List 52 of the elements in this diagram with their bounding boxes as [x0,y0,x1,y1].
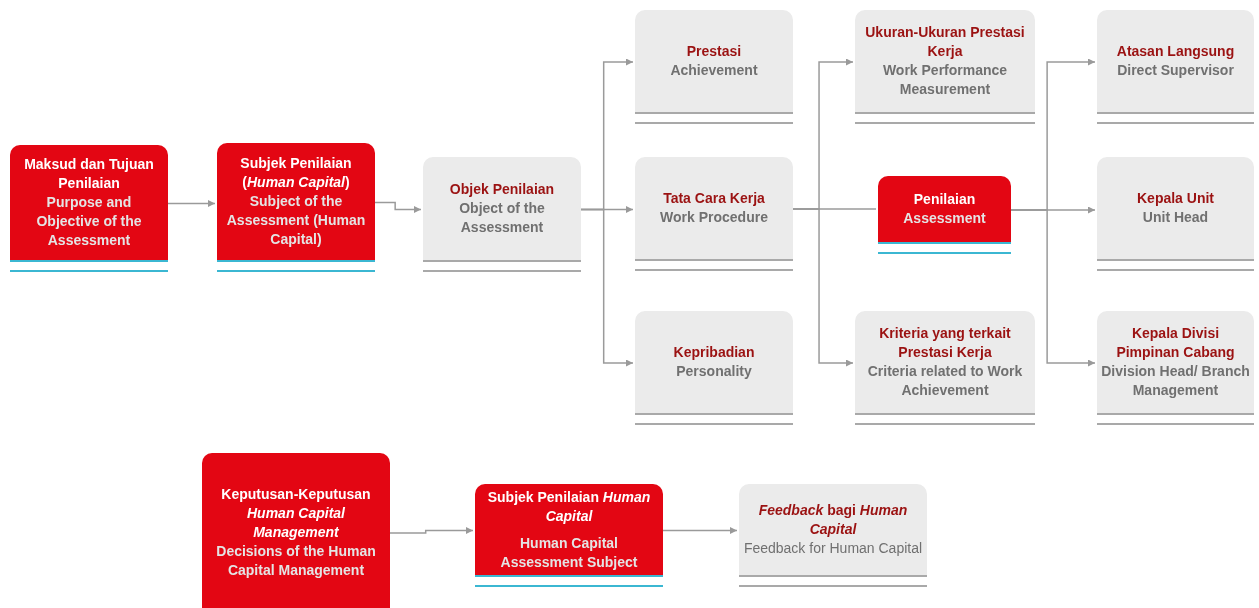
box-subtitle: Feedback for Human Capital [743,539,923,558]
box-subtitle: Unit Head [1142,208,1209,227]
box-title: Penilaian [913,190,976,209]
arrow [792,208,854,367]
box-title: Kriteria yang terkait Prestasi Kerja [878,324,1012,362]
process-box [423,157,581,262]
box-title: Keputusan-Keputusan Human Capital Management [220,484,372,542]
box-title: Kepala Divisi Pimpinan Cabang [1115,324,1236,362]
box-subtitle: Work Performance Measurement [881,61,1009,99]
arrow [662,527,738,534]
box-subtitle: Achievement [670,61,758,80]
process-box [1097,10,1254,114]
highlight-box [475,484,663,577]
box-subtitle: Subject of the Assessment (Human Capital) [225,192,367,249]
box-subtitle: Criteria related to Work Achievement [866,362,1024,400]
highlight-box [10,145,168,262]
process-box [635,157,793,261]
process-box [635,311,793,415]
highlight-box [202,453,390,608]
box-title: Kepala Unit [1137,189,1214,208]
process-box [635,10,793,114]
box-title: Ukuran-Ukuran Prestasi Kerja [864,23,1026,61]
box-subtitle: Direct Supervisor [1117,61,1234,80]
box-title: Tata Cara Kerja [663,189,765,208]
box-subtitle: Purpose and Objective of the Assessment [35,193,143,250]
box-title: Atasan Langsung [1116,42,1235,61]
box-subtitle: Personality [676,362,752,381]
box-subtitle: Human Capital Assessment Subject [499,533,639,572]
arrow [1010,209,1096,367]
arrow [374,201,422,213]
box-title: Subjek Penilaian (Human Capital) [239,154,353,192]
box-title: Objek Penilaian [449,180,555,199]
box-subtitle: Division Head/ Branch Management [1101,362,1250,400]
box-title: Kepribadian [673,343,755,362]
process-box [855,10,1035,114]
box-title: Feedback bagi Human Capital [757,501,909,539]
box-title: Prestasi [686,42,742,61]
process-box [855,311,1035,415]
process-box [1097,311,1254,415]
process-box [1097,157,1254,261]
highlight-box [217,143,375,262]
box-subtitle: Object of the Assessment [458,199,546,237]
box-subtitle: Assessment [903,209,986,228]
box-subtitle: Work Procedure [660,208,768,227]
arrow [167,200,216,207]
box-subtitle: Decisions of the Human Capital Management [215,541,377,580]
box-title: Maksud dan Tujuan Penilaian [23,155,155,193]
process-box [739,484,927,577]
highlight-box [878,176,1011,244]
arrow [389,527,474,534]
arrow [580,208,634,367]
box-title: Subjek Penilaian Human Capital [486,487,652,526]
